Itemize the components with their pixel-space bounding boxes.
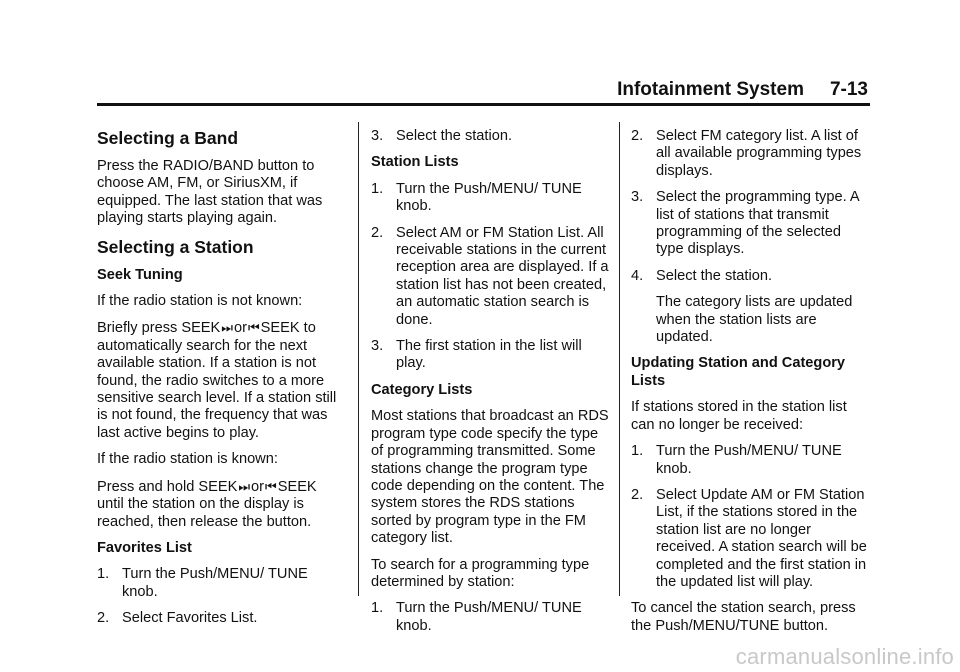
seek-forward-icon: ⏭: [221, 320, 233, 336]
paragraph-seek-hold: Press and hold SEEK⏭or⏮SEEK until the st…: [97, 478, 317, 530]
seek-forward-icon: ⏭: [238, 478, 251, 494]
paragraph: The category lists are updated when the …: [656, 294, 853, 346]
list-item: 2. Select Update AM or FM Station List, …: [631, 486, 867, 590]
list-item: 1. Turn the Push/MENU/ TUNE knob.: [631, 443, 842, 477]
paragraph: If the radio station is not known:: [97, 293, 303, 310]
subheading-seek-tuning: Seek Tuning: [97, 266, 183, 283]
list-item: 1. Turn the Push/MENU/ TUNE knob.: [371, 600, 582, 634]
list-item: 2. Select AM or FM Station List. All rec…: [371, 224, 609, 328]
watermark: carmanualsonline.info: [735, 644, 954, 669]
list-item: 3. Select the programming type. A list o…: [631, 189, 859, 258]
subheading-updating-lists: Updating Station and Category Lists: [631, 355, 846, 389]
page-number: 7-13: [829, 79, 868, 100]
column-divider: [358, 122, 359, 596]
subheading-favorites-list: Favorites List: [97, 539, 192, 556]
column-divider: [619, 122, 620, 596]
header-rule: [97, 103, 870, 106]
heading-selecting-band: Selecting a Band: [97, 128, 239, 148]
paragraph: If the radio station is known:: [97, 451, 278, 468]
heading-selecting-station: Selecting a Station: [97, 236, 254, 257]
paragraph: Press the RADIO/BAND button to choose AM…: [97, 158, 323, 227]
list-item: 2. Select FM category list. A list of al…: [631, 128, 862, 179]
paragraph: If stations stored in the station list c…: [631, 399, 847, 433]
section-title: Infotainment System: [617, 79, 804, 100]
list-item: 1. Turn the Push/MENU/ TUNE knob.: [97, 566, 308, 600]
list-item: 1. Turn the Push/MENU/ TUNE knob.: [371, 180, 582, 215]
paragraph-seek-brief: Briefly press SEEK⏭or⏮SEEK to automatica…: [97, 320, 337, 441]
subheading-station-lists: Station Lists: [371, 154, 459, 171]
seek-back-icon: ⏮: [247, 320, 260, 336]
paragraph: Most stations that broadcast an RDS prog…: [371, 408, 609, 547]
list-item: 2. Select Favorites List.: [97, 610, 258, 627]
column-3: 2. Select FM category list. A list of al…: [631, 120, 871, 644]
page-header: Infotainment System 7-13: [0, 79, 868, 101]
column-2: 3. Select the station. Station Lists 1. …: [371, 120, 609, 644]
paragraph: To search for a programming type determi…: [371, 556, 590, 590]
list-item: 3. Select the station.: [371, 128, 513, 144]
list-item: 3. The first station in the list will pl…: [371, 338, 582, 372]
seek-back-icon: ⏮: [265, 478, 277, 494]
column-1: Selecting a Band Press the RADIO/BAND bu…: [97, 120, 345, 637]
list-item: 4. Select the station.: [631, 267, 773, 284]
paragraph: To cancel the station search, press the …: [631, 600, 856, 634]
subheading-category-lists: Category Lists: [371, 381, 473, 398]
